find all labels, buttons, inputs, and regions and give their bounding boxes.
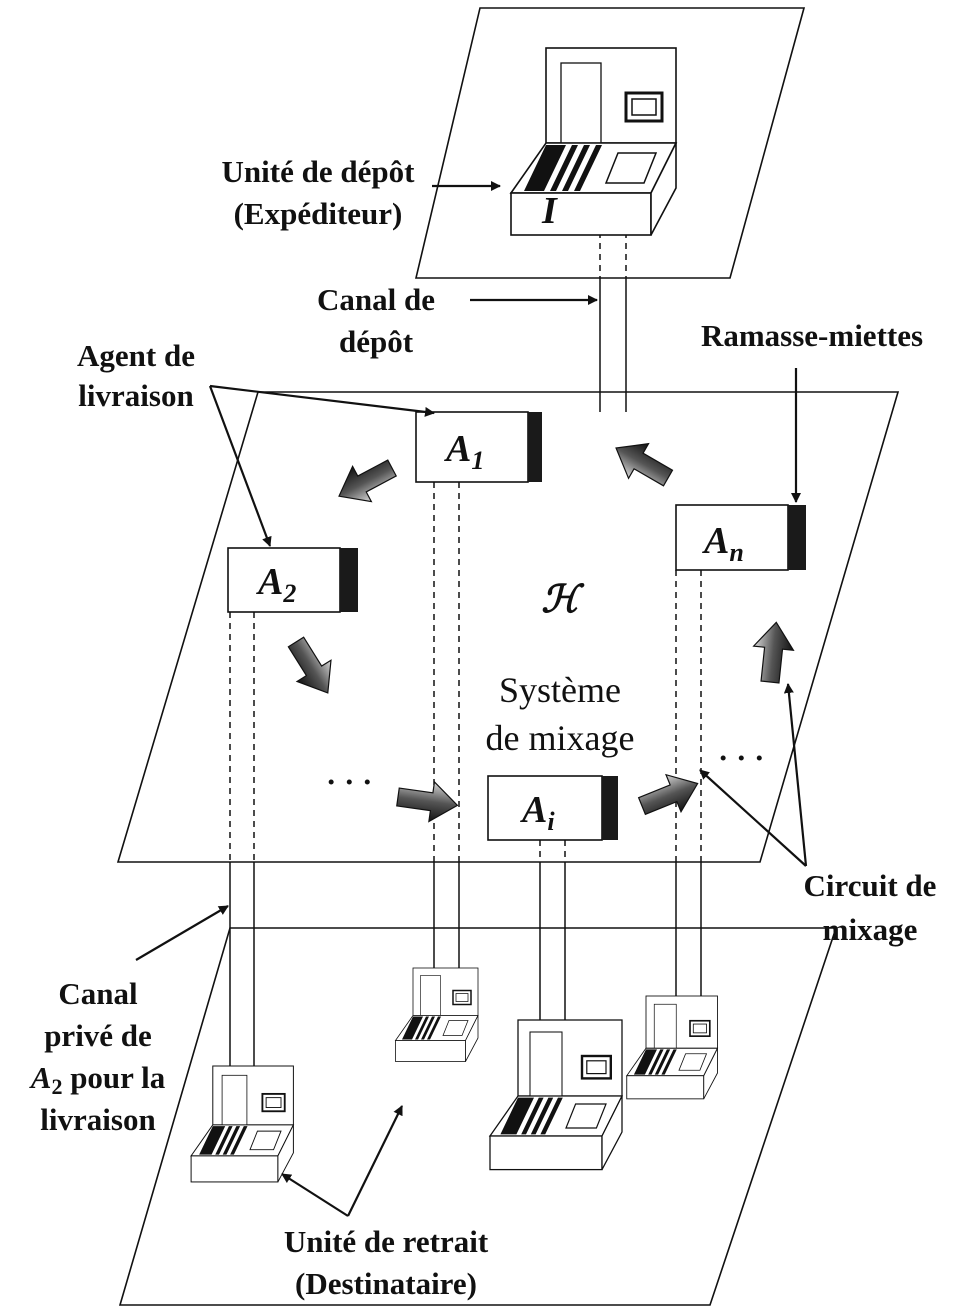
label-systeme-mixage-2: de mixage (486, 718, 635, 758)
ellipsis-left: · · · (326, 764, 373, 799)
label-unite-retrait-2: (Destinataire) (295, 1266, 477, 1301)
label-canal-prive-sub: 2 (51, 1074, 62, 1099)
label-ramasse-miettes: Ramasse-miettes (701, 318, 923, 353)
agent-an-sub: n (729, 538, 743, 567)
agent-a2-sub: 2 (282, 579, 296, 608)
label-agent-livraison-1: Agent de (77, 338, 195, 373)
agent-a1: A1 (416, 412, 542, 482)
label-agent-livraison-2: livraison (78, 378, 193, 413)
label-canal-prive-2: privé de (44, 1018, 152, 1053)
label-circuit-mixage-2: mixage (823, 912, 918, 947)
label-canal-depot-2: dépôt (339, 324, 414, 359)
label-circuit-mixage-1: Circuit de (804, 868, 937, 903)
agent-a2: A2 (228, 548, 358, 612)
label-canal-prive-1: Canal (58, 976, 138, 1011)
label-unite-depot-1: Unité de dépôt (222, 154, 416, 189)
agent-a1-base: A (444, 428, 471, 470)
pointer-private-channel (136, 906, 228, 960)
agent-ai: Ai (488, 776, 618, 840)
agent-a1-sub: 1 (471, 446, 484, 475)
label-unite-retrait-1: Unité de retrait (284, 1224, 489, 1259)
label-unite-depot-2: (Expéditeur) (234, 196, 403, 231)
label-h-symbol: ℋ (541, 576, 585, 621)
label-canal-prive-4: livraison (40, 1102, 155, 1137)
label-canal-depot-1: Canal de (317, 282, 435, 317)
agent-ai-sub: i (547, 807, 555, 836)
agent-an: An (676, 505, 806, 570)
label-systeme-mixage-1: Système (499, 670, 621, 710)
agent-ai-base: A (520, 789, 547, 831)
ellipsis-right: · · · (718, 740, 765, 775)
label-canal-prive-3: A2 pour la (29, 1060, 166, 1099)
agent-a2-base: A (256, 561, 283, 603)
agent-an-base: A (702, 520, 729, 562)
label-canal-prive-rest: pour la (62, 1060, 165, 1095)
sender-unit-label: I (541, 190, 558, 232)
label-canal-prive-var: A (29, 1060, 52, 1095)
